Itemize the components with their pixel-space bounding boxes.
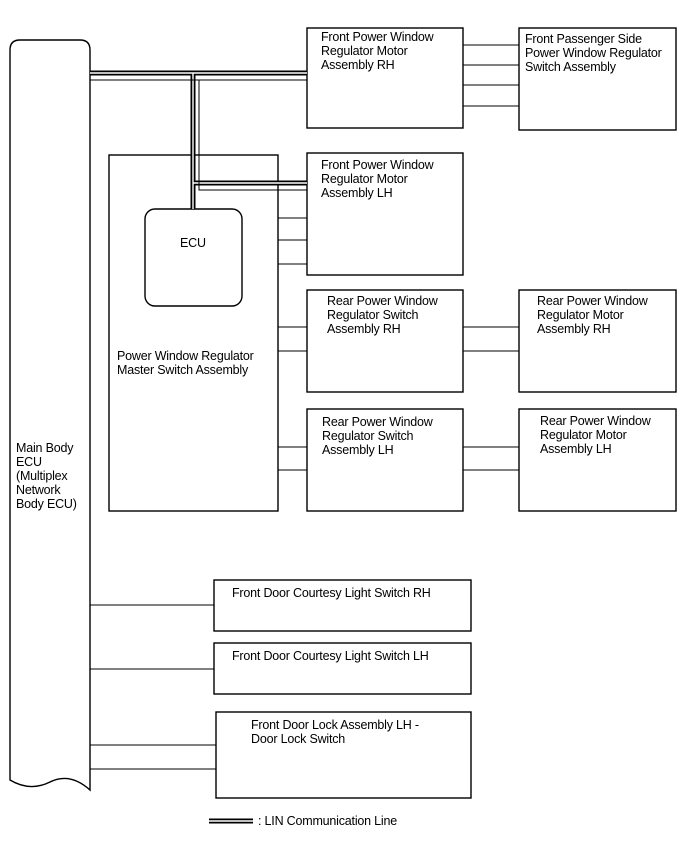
ecu-label: ECU (180, 236, 206, 250)
door-lock-lh-box (215, 711, 472, 799)
main-body-ecu-label: Main Body ECU (Multiplex Network Body EC… (16, 441, 77, 511)
wire-lines (90, 44, 519, 770)
front-motor-rh-label: Front Power Window Regulator Motor Assem… (321, 30, 434, 72)
rear-switch-rh-label: Rear Power Window Regulator Switch Assem… (327, 294, 438, 336)
legend-lin-label: : LIN Communication Line (258, 814, 398, 828)
door-lock-lh-label: Front Door Lock Assembly LH - Door Lock … (251, 718, 419, 746)
front-motor-rh-box (306, 27, 464, 129)
courtesy-lh-label: Front Door Courtesy Light Switch LH (232, 649, 429, 663)
master-switch-label: Power Window Regulator Master Switch Ass… (117, 349, 254, 377)
rear-switch-lh-box (306, 408, 464, 512)
front-motor-lh-label: Front Power Window Regulator Motor Assem… (321, 158, 434, 200)
rear-motor-lh-label: Rear Power Window Regulator Motor Assemb… (540, 414, 651, 456)
front-passenger-switch-box (518, 27, 677, 131)
front-passenger-switch-label: Front Passenger Side Power Window Regula… (525, 32, 662, 74)
ecu-box (144, 208, 243, 307)
rear-switch-rh-box (306, 289, 464, 393)
rear-motor-lh-box (518, 408, 677, 512)
main-body-ecu-box (9, 39, 91, 792)
courtesy-rh-box (213, 579, 472, 632)
rear-motor-rh-label: Rear Power Window Regulator Motor Assemb… (537, 294, 648, 336)
courtesy-lh-box (213, 642, 472, 695)
front-motor-lh-box (306, 152, 464, 276)
rear-switch-lh-label: Rear Power Window Regulator Switch Assem… (322, 415, 433, 457)
courtesy-rh-label: Front Door Courtesy Light Switch RH (232, 586, 431, 600)
lin-lines (90, 70, 307, 209)
rear-motor-rh-box (518, 289, 677, 393)
